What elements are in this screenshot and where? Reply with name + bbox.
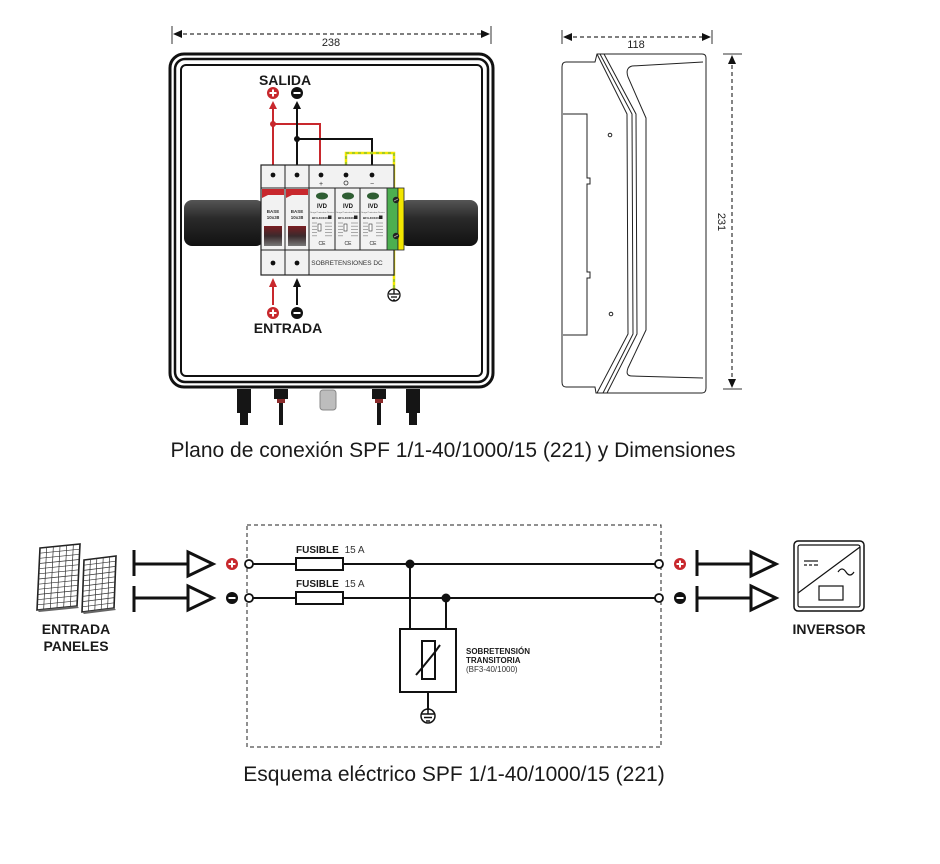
mc4-connector: [372, 389, 386, 425]
fuse-positive-label: FUSIBLE: [296, 545, 339, 556]
surge-label-line2: TRANSITORIA: [466, 656, 521, 665]
svg-text:BASE: BASE: [267, 209, 280, 214]
earth-ground-icon: [387, 288, 401, 302]
solar-panel: [81, 555, 117, 614]
spd-model: BF3-40/1000: [312, 216, 330, 220]
input-connector-symbols: [132, 549, 217, 613]
depth-dimension: 118: [561, 30, 713, 51]
mc4-connector: [274, 389, 288, 425]
input-minus-terminal: [291, 307, 303, 319]
ce-mark: CE: [319, 241, 327, 247]
output-plus-terminal: [267, 87, 279, 99]
ce-mark: CE: [345, 241, 353, 247]
solar-panels-icon: [36, 543, 117, 614]
cable-gland: [319, 389, 337, 411]
spd-plus-terminal-label: +: [319, 181, 323, 188]
width-dimension: 238: [171, 26, 492, 49]
input-panels-label-line2: PANELES: [43, 638, 108, 654]
svg-text:10x38: 10x38: [267, 215, 280, 220]
enclosure-front: [168, 52, 495, 389]
fuse-negative-rating: 15 A: [345, 579, 365, 590]
fuse-negative: FUSIBLE 15 A: [295, 579, 365, 605]
inverter-icon: [793, 540, 865, 612]
spd-brand: IVD: [368, 204, 379, 210]
schematic-caption: Esquema eléctrico SPF 1/1-40/1000/15 (22…: [243, 763, 664, 786]
fuse-holder-negative: BASE 10x38: [286, 189, 308, 246]
terminal-nodes: [244, 559, 664, 603]
output-connector-symbols: [695, 549, 780, 613]
enclosure-side: [561, 53, 707, 394]
mc4-connector: [406, 389, 420, 425]
surge-protector: [399, 564, 457, 710]
din-module-assembly: + −: [260, 164, 395, 276]
input-label: ENTRADA: [254, 320, 322, 336]
spd-subtitle: Surge Protection Device: [310, 211, 334, 214]
output-minus-terminal: [291, 87, 303, 99]
svg-text:BASE: BASE: [291, 209, 304, 214]
schematic-ground-icon: [420, 708, 436, 724]
input-plus-terminal: [267, 307, 279, 319]
spd-brand: IVD: [343, 204, 354, 210]
height-dimension-value: 231: [715, 213, 727, 231]
width-dimension-value: 238: [322, 37, 340, 49]
output-label: SALIDA: [259, 72, 311, 88]
surge-label-line1: SOBRETENSIÓN: [466, 647, 530, 656]
inverter-label: INVERSOR: [792, 621, 865, 637]
schematic-input-minus-icon: [226, 592, 238, 604]
solar-panel: [36, 543, 81, 612]
spd-model: BF3-40/1000: [338, 216, 356, 220]
depth-dimension-value: 118: [627, 39, 645, 51]
fuse-positive-rating: 15 A: [345, 545, 365, 556]
surge-model: (BF3-40/1000): [466, 665, 518, 674]
spd-subtitle: Surge Protection Device: [336, 211, 360, 214]
wiring-positive-out: [272, 106, 321, 165]
fuse-positive: FUSIBLE 15 A: [295, 545, 365, 571]
enclosure-boundary: [246, 524, 662, 748]
mc4-connector: [237, 389, 251, 425]
spd-bank-label: SOBRETENSIONES DC: [311, 260, 383, 267]
svg-text:FUSIBLE 15 A: FUSIBLE 15 A: [296, 579, 365, 590]
spd-brand: IVD: [317, 204, 328, 210]
fuse-holder-positive: BASE 10x38: [262, 189, 284, 246]
spd-model: BF3-40/1000: [363, 216, 381, 220]
wiring-negative-out: [296, 106, 373, 165]
spd-subtitle: Surge Protection Device: [361, 211, 385, 214]
input-panels-label-line1: ENTRADA: [42, 621, 110, 637]
connection-plan-caption: Plano de conexión SPF 1/1-40/1000/15 (22…: [170, 439, 735, 462]
din-rail: [184, 200, 478, 246]
fuse-negative-label: FUSIBLE: [296, 579, 339, 590]
mc4-connectors: [237, 389, 420, 425]
earth-terminal-block: [386, 187, 405, 251]
schematic-input-plus-icon: [226, 558, 238, 570]
svg-text:10x38: 10x38: [291, 215, 304, 220]
spd-minus-terminal-label: −: [370, 181, 374, 188]
schematic-output-minus-icon: [674, 592, 686, 604]
svg-text:FUSIBLE 15 A: FUSIBLE 15 A: [296, 545, 365, 556]
ce-mark: CE: [370, 241, 378, 247]
height-dimension: 231: [715, 53, 742, 390]
schematic-output-plus-icon: [674, 558, 686, 570]
